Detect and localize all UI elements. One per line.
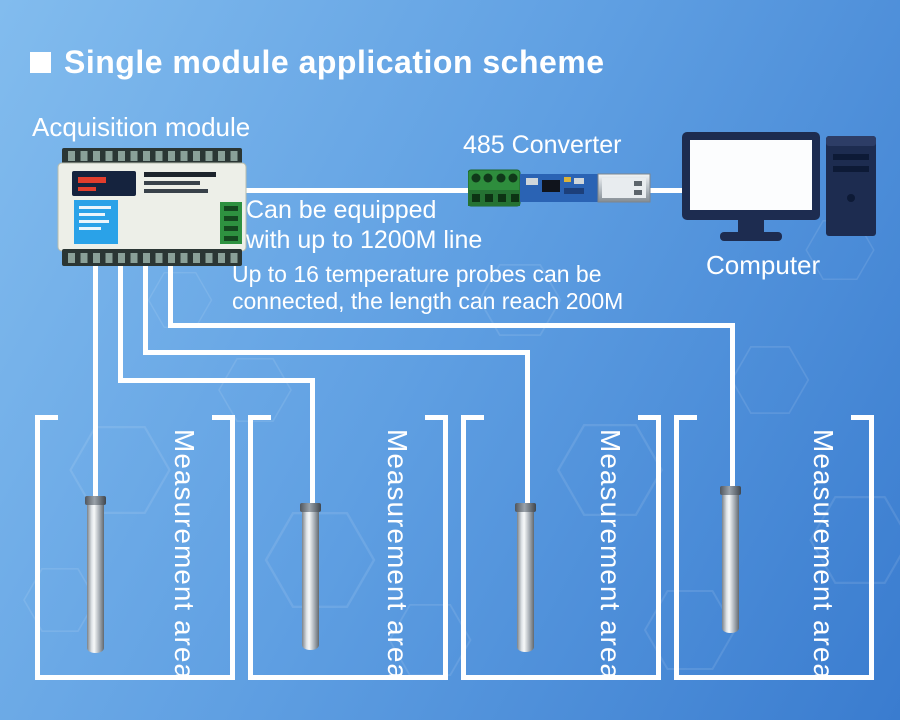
module-display (72, 171, 136, 196)
measurement-tank-4: Measurement area (674, 415, 874, 680)
tank-rim (638, 415, 656, 420)
probe-body (722, 495, 739, 633)
monitor-base (720, 232, 782, 241)
module-top-terminal-strip (62, 148, 242, 165)
computer-label: Computer (706, 250, 821, 280)
converter-label: 485 Converter (463, 131, 622, 159)
note-line-3: Up to 16 temperature probes can be (232, 261, 602, 287)
tank-rim (212, 415, 230, 420)
page-title: Single module application scheme (30, 44, 605, 81)
485-converter-graphic (468, 169, 651, 207)
probe-body (302, 512, 319, 650)
probe-cable-3 (143, 260, 148, 355)
measurement-area-label: Measurement area (808, 429, 839, 681)
module-side-connector (220, 202, 242, 244)
measurement-area-label: Measurement area (595, 429, 626, 681)
computer-tower (826, 136, 876, 236)
note-line-2: with up to 1200M line (246, 226, 483, 254)
acquisition-module-label: Acquisition module (32, 112, 251, 142)
module-bottom-terminal-strip (62, 249, 242, 266)
measurement-area-label: Measurement area (169, 429, 200, 681)
computer-graphic (682, 132, 876, 241)
probe-cable-3 (143, 350, 530, 355)
wire-converter-to-computer (648, 188, 688, 193)
probe-cap (85, 496, 106, 505)
acquisition-module-graphic (57, 148, 247, 266)
probe-cable-2 (310, 378, 315, 510)
tank-rim (679, 415, 697, 420)
monitor-stand (738, 220, 764, 232)
probe-cable-4 (168, 323, 735, 328)
probe-cable-3 (525, 350, 530, 510)
tank-rim (425, 415, 443, 420)
probe-cable-2 (118, 378, 315, 383)
note-line-4: connected, the length can reach 200M (232, 288, 624, 314)
wire-module-to-converter (246, 188, 468, 193)
tank-rim (40, 415, 58, 420)
measurement-area-label: Measurement area (382, 429, 413, 681)
probe-cable-4 (730, 323, 735, 493)
probe-cable-4 (168, 260, 173, 328)
page-title-text: Single module application scheme (64, 44, 605, 80)
note-line-1: Can be equipped (246, 196, 437, 224)
measurement-tank-3: Measurement area (461, 415, 661, 680)
measurement-tank-2: Measurement area (248, 415, 448, 680)
monitor-screen (690, 140, 812, 210)
probe-cap (515, 503, 536, 512)
probe-body (87, 505, 104, 653)
title-square-bullet-icon (30, 52, 51, 73)
tank-rim (851, 415, 869, 420)
probe-cap (720, 486, 741, 495)
tank-rim (466, 415, 484, 420)
measurement-tank-1: Measurement area (35, 415, 235, 680)
probe-cable-2 (118, 260, 123, 383)
probe-body (517, 512, 534, 652)
tank-rim (253, 415, 271, 420)
probe-cap (300, 503, 321, 512)
probe-cable-1 (93, 260, 98, 502)
